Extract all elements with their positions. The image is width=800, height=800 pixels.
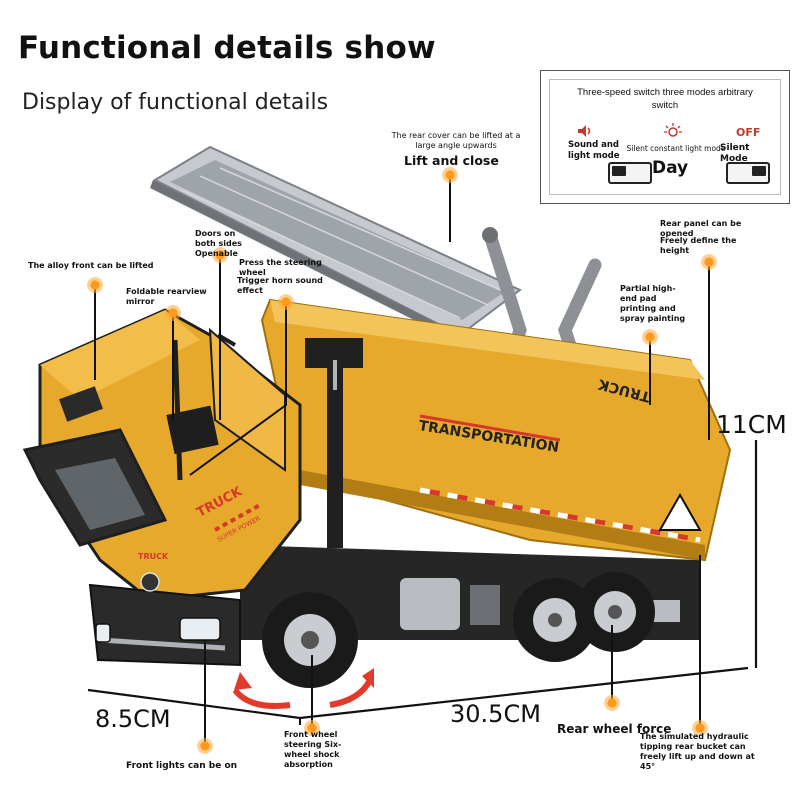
day-mode-label: Day [652, 158, 689, 178]
dimension-length: 30.5CM [450, 700, 541, 728]
marker-front-lights [197, 738, 213, 754]
sound-mode-toggle [608, 162, 652, 184]
marker-pad-printing [642, 329, 658, 345]
truck-cab [22, 308, 302, 602]
callout-rear-panel: Rear panel can be opened [660, 219, 742, 238]
callout-pad-printing: Partial high-end pad printing and spray … [620, 284, 686, 323]
marker-hydraulic [692, 720, 708, 736]
off-label: OFF [736, 126, 761, 139]
callout-alloy-front: The alloy front can be lifted [28, 261, 154, 270]
callout-height: Freely define the height [660, 236, 737, 255]
callout-mirror: Foldable rearview mirror [126, 287, 207, 306]
dimension-width: 8.5CM [95, 705, 171, 733]
dump-bed [260, 298, 732, 562]
marker-mirror [165, 305, 181, 321]
callout-front-lights: Front lights can be on [126, 761, 238, 771]
silent-constant-light-label: Silent constant light mode [626, 144, 726, 153]
switch-mode-panel-inner: Three-speed switch three modes arbitrary… [549, 79, 781, 195]
marker-steering [278, 294, 294, 310]
rear-cover-lid [150, 145, 522, 344]
callout-doors: Doors on both sides Openable [195, 229, 242, 258]
switch-mode-panel: Three-speed switch three modes arbitrary… [540, 70, 790, 204]
silent-mode-toggle [726, 162, 770, 184]
front-bumper [88, 572, 241, 667]
switch-panel-heading: Three-speed switch three modes arbitrary… [577, 87, 753, 111]
marker-rear-wheel [604, 695, 620, 711]
callout-rear-force: Rear wheel force [557, 722, 672, 736]
marker-rear-cover [442, 167, 458, 183]
callout-rear-cover: The rear cover can be lifted at a large … [391, 131, 521, 150]
speaker-icon [578, 125, 591, 137]
dimension-height: 11CM [716, 410, 787, 439]
wheels [262, 572, 655, 688]
callout-steering: Press the steering wheel [239, 258, 322, 277]
callout-hydraulic: The simulated hydraulic tipping rear buc… [640, 732, 755, 771]
sound-light-mode-label: Sound and light mode [568, 140, 620, 161]
marker-doors [212, 247, 228, 263]
light-bulb-icon [664, 123, 682, 137]
marker-front-wheel [304, 720, 320, 736]
hydraulic-cylinder [305, 338, 363, 548]
page-subtitle: Display of functional details [22, 90, 329, 115]
bumper-truck-text: TRUCK [138, 552, 169, 561]
callout-horn: Trigger horn sound effect [237, 276, 323, 295]
callout-front-wheel: Front wheel steering Six-wheel shock abs… [284, 730, 342, 769]
callout-lift-close: Lift and close [404, 153, 499, 168]
marker-alloy-front [87, 277, 103, 293]
silent-mode-label: Silent Mode [720, 143, 750, 164]
page-title: Functional details show [18, 30, 436, 66]
marker-rear-panel [701, 254, 717, 270]
